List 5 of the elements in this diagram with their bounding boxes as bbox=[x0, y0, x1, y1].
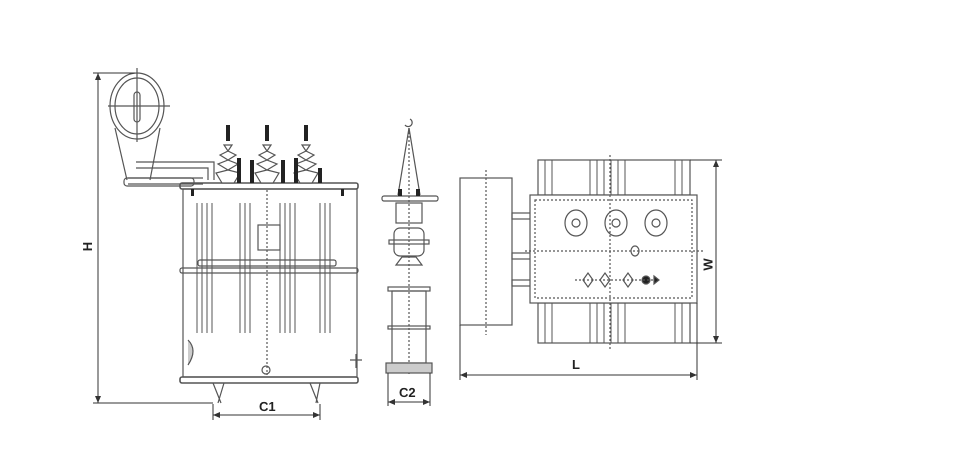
dimension-label: C1 bbox=[258, 400, 277, 413]
dimension-label: H bbox=[81, 240, 94, 252]
dimension-label: C2 bbox=[398, 386, 417, 399]
dimension-label: W bbox=[702, 257, 715, 272]
dimension-label: L bbox=[571, 358, 581, 371]
